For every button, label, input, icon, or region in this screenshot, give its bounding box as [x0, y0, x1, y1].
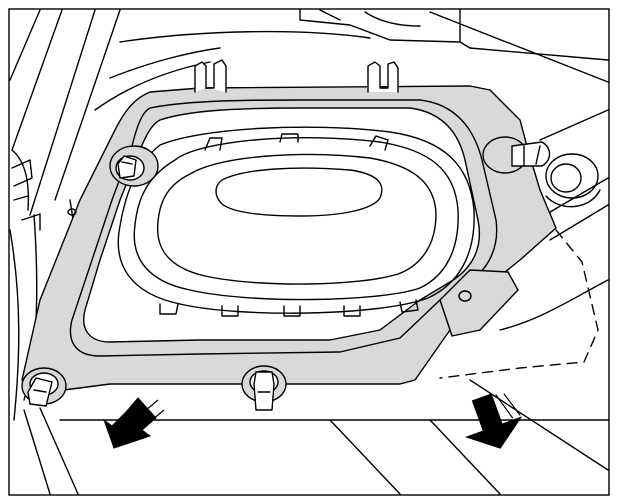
mounting-tab-right: [367, 61, 399, 93]
panel-tab: [439, 269, 519, 337]
panel-hole: [67, 208, 77, 216]
removal-arrow: [102, 397, 165, 449]
bottom-clip-tabs: [159, 299, 419, 317]
oval-opening: [117, 126, 475, 314]
removal-arrow: [464, 393, 523, 449]
tab-hole: [458, 290, 472, 302]
push-pin-fastener: [241, 365, 287, 411]
mounting-tab-left: [194, 59, 227, 93]
push-pin-fastener: [21, 367, 67, 407]
panel-rim: [69, 99, 498, 357]
dashed-outline: [439, 229, 599, 379]
retaining-clip: [482, 136, 551, 174]
retaining-clip: [109, 145, 159, 187]
top-clip-tabs: [204, 133, 389, 151]
